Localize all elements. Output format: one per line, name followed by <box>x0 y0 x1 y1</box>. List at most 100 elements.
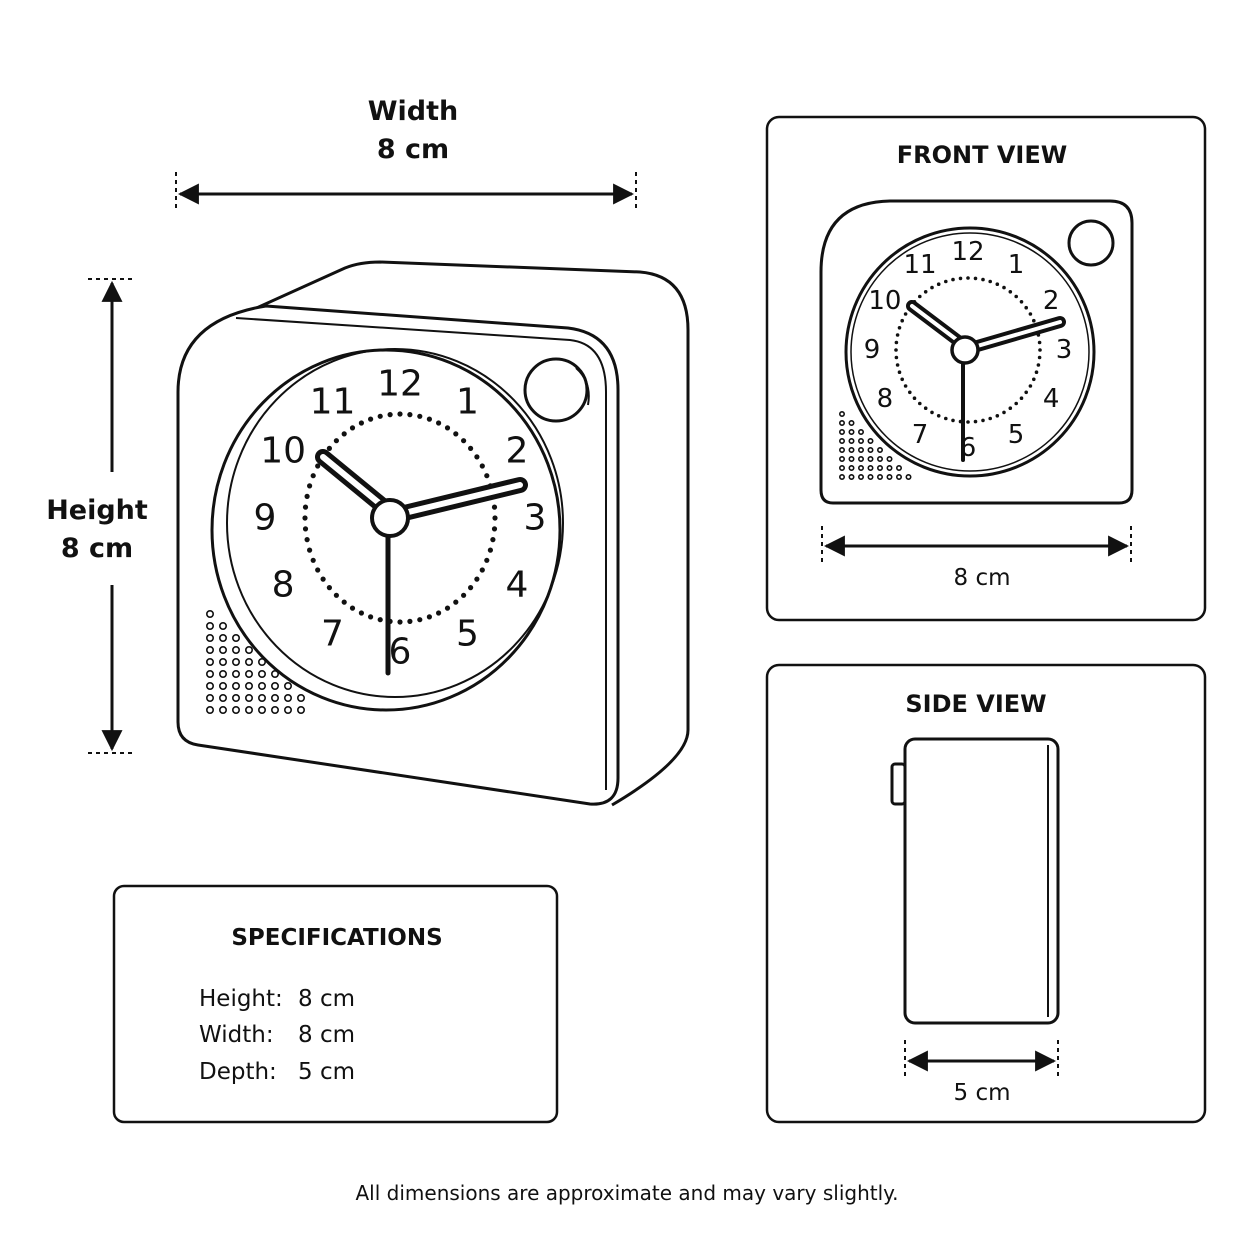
clock-3d-minute-dot <box>333 438 339 444</box>
front-view-speaker-hole <box>867 473 874 480</box>
clock-3d-minute-dot <box>453 431 459 437</box>
clock-3d-minute-dot <box>302 526 309 532</box>
height-title: Height <box>46 495 148 526</box>
front-view-speaker-hole <box>857 437 864 444</box>
clock-3d-minute-dot <box>397 619 403 625</box>
front-view-speaker-hole <box>838 410 845 417</box>
clock-3d-speaker-hole <box>206 681 215 690</box>
clock-3d-speaker-hole <box>232 633 241 642</box>
clock-3d-minute-dot <box>307 547 313 553</box>
clock-3d-speaker-hole <box>245 657 254 666</box>
clock-3d-numeral-10: 10 <box>260 431 306 472</box>
front-view-minute-dot <box>944 416 948 421</box>
front-view-speaker-hole <box>867 437 874 444</box>
clock-3d-minute-dot <box>341 599 347 605</box>
front-view-speaker-hole <box>857 473 864 480</box>
front-view-speaker-hole <box>838 428 845 435</box>
clock-3d-minute-dot <box>377 617 383 623</box>
clock-3d-numeral-8: 8 <box>272 565 295 606</box>
clock-3d-speaker-hole <box>206 705 215 714</box>
height-dimension: Height 8 cm <box>46 278 148 754</box>
clock-3d-minute-dot <box>302 515 308 521</box>
clock-3d-minute-dot <box>368 416 374 422</box>
clock-3d-speaker-hole <box>206 633 215 642</box>
front-view-speaker-hole <box>848 428 855 435</box>
specifications-panel: SPECIFICATIONS Height: 8 cm Width: 8 cm … <box>112 884 559 1124</box>
clock-3d-speaker-hole <box>206 645 215 654</box>
front-view-dial-outer <box>844 226 1096 478</box>
clock-3d-minute-dot <box>490 537 496 543</box>
clock-3d-minute-dot <box>333 592 339 598</box>
front-view-minute-dot <box>918 401 922 406</box>
clock-3d-numeral-4: 4 <box>505 565 528 606</box>
front-view-numeral-3: 3 <box>1056 335 1073 365</box>
front-view-minute-dot <box>1002 410 1006 415</box>
clock-3d-minute-dot <box>341 431 347 437</box>
clock-3d-speaker-hole <box>232 693 241 702</box>
front-view-minute-dot <box>995 282 1000 287</box>
front-view-minute-dot <box>1037 355 1042 360</box>
clock-3d-speaker-hole <box>206 669 215 678</box>
front-view-minute-dot <box>936 282 941 287</box>
clock-3d-speaker-hole <box>206 621 215 630</box>
side-view-title: SIDE VIEW <box>905 690 1046 718</box>
clock-3d-speaker-hole <box>232 705 241 714</box>
front-view-minute-dot <box>973 419 978 424</box>
clock-3d-speaker-hole <box>245 705 254 714</box>
clock-3d-speaker-hole <box>283 705 292 714</box>
front-view-speaker-hole <box>848 437 855 444</box>
front-view-minute-dot <box>894 355 899 360</box>
front-view-numeral-7: 7 <box>912 420 929 450</box>
front-view-minute-dot <box>936 414 941 418</box>
front-view-speaker-hole <box>876 455 883 462</box>
spec-width-label: Width: <box>199 1022 274 1048</box>
footnote: All dimensions are approximate and may v… <box>356 1181 899 1205</box>
front-view-speaker-hole <box>838 473 845 480</box>
width-dimension: Width 8 cm <box>175 96 637 212</box>
front-view-speaker-hole <box>838 464 845 471</box>
clock-3d-minute-dot <box>461 592 467 598</box>
clock-3d-minute-dot <box>491 526 498 532</box>
front-view-minute-dot <box>930 285 934 290</box>
front-view-speaker-hole <box>905 473 912 480</box>
front-view-speaker-hole <box>848 455 855 462</box>
clock-3d-minute-dot <box>417 413 423 419</box>
clock-3d-minute-dot <box>484 557 490 563</box>
clock-3d-speaker-hole <box>257 705 266 714</box>
clock-3d-minute-dot <box>377 413 383 419</box>
clock-3d-speaker-hole <box>257 693 266 702</box>
front-view-minute-dot <box>1028 312 1033 316</box>
front-view-speaker-hole <box>895 473 902 480</box>
clock-3d-speaker-hole <box>219 705 228 714</box>
clock-3d-numeral-7: 7 <box>321 614 344 655</box>
clock-3d-numeral-5: 5 <box>456 614 479 655</box>
front-view-speaker-hole <box>876 473 883 480</box>
front-view-speaker-hole <box>867 455 874 462</box>
front-view-speaker-hole <box>867 446 874 453</box>
front-view-speaker-hole <box>838 419 845 426</box>
front-view-body <box>819 199 1134 505</box>
dial-inner-ring <box>226 348 564 698</box>
clock-3d-numeral-3: 3 <box>524 498 547 539</box>
front-view-speaker-hole <box>857 446 864 453</box>
front-view-speaker-hole <box>857 464 864 471</box>
front-view-minute-dot <box>900 318 904 323</box>
clock-3d-speaker-hole <box>257 657 266 666</box>
front-view-minute-dot <box>895 363 900 367</box>
front-view-speaker-hole <box>886 464 893 471</box>
clock-3d-speaker-hole <box>219 645 228 654</box>
spec-depth-value: 5 cm <box>298 1059 355 1085</box>
clock-body-back <box>251 260 690 807</box>
front-view-minute-dot <box>951 277 955 282</box>
front-view-numeral-8: 8 <box>877 384 894 414</box>
clock-3d-minute-dot <box>479 567 485 573</box>
clock-3d-speaker-hole <box>232 657 241 666</box>
clock-3d-minute-dot <box>397 411 403 417</box>
clock-3d-speaker-hole <box>283 693 292 702</box>
spec-width-value: 8 cm <box>298 1022 355 1048</box>
clock-3d-minute-dot <box>479 463 485 469</box>
front-view-minute-dot <box>944 279 948 284</box>
clock-3d-hands <box>315 449 528 676</box>
